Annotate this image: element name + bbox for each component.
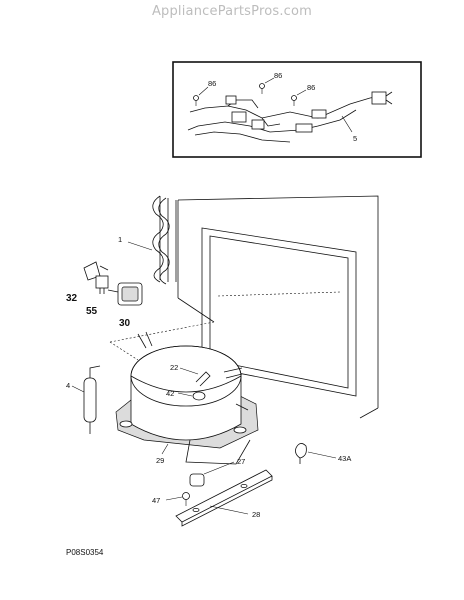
callout-30: 30	[119, 318, 131, 329]
cabinet-rear	[152, 195, 379, 419]
callout-86-b: 86	[274, 71, 282, 80]
callout-22: 22	[170, 363, 178, 372]
watermark: AppliancePartsPros.com	[151, 4, 313, 19]
callout-5: 5	[353, 134, 357, 143]
callout-42: 42	[166, 389, 174, 398]
drier: 4	[66, 365, 101, 434]
callout-4: 4	[66, 381, 70, 390]
callout-28: 28	[252, 510, 260, 519]
compressor: 22 42 29	[115, 331, 259, 465]
wiring-harness-inset: 86 86 86 5	[172, 61, 422, 158]
mounting-hardware: 27 47 28	[152, 457, 273, 527]
callout-86-c: 86	[307, 83, 315, 92]
relay-overload-group: 1 32 55 30	[66, 235, 215, 361]
callout-27: 27	[237, 457, 245, 466]
callout-43a: 43A	[338, 454, 351, 463]
callout-86-a: 86	[208, 79, 216, 88]
callout-1: 1	[118, 235, 122, 244]
clamp: 43A	[295, 443, 351, 464]
callout-29: 29	[156, 456, 164, 465]
callout-47: 47	[152, 496, 160, 505]
diagram-code: P08S0354	[66, 548, 104, 557]
callout-32: 32	[66, 293, 78, 304]
callout-55: 55	[86, 306, 98, 317]
